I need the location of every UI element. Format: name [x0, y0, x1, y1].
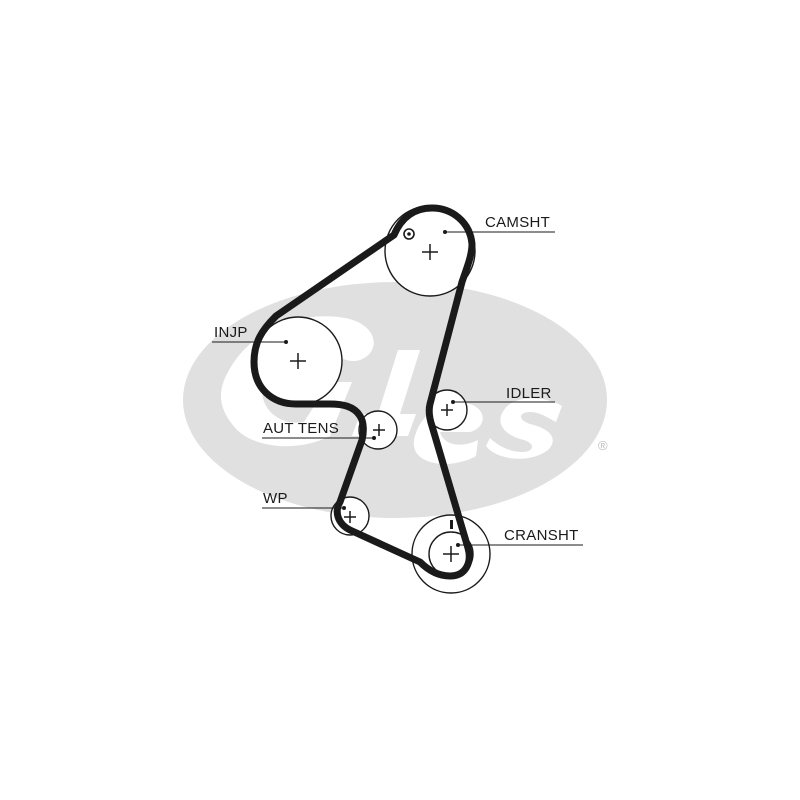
label-injp: INJP: [214, 324, 248, 341]
timing-mark-icon: [403, 228, 415, 240]
camshaft-mark-ring: [403, 228, 415, 240]
label-cransht: CRANSHT: [504, 527, 579, 544]
leader-lines: [212, 230, 583, 547]
crankshaft-timing-mark: [450, 520, 453, 529]
center-crosses: [290, 244, 459, 562]
label-camsht: CAMSHT: [485, 214, 550, 231]
registered-mark: ®: [598, 438, 608, 453]
logo-letter-s: [486, 398, 562, 459]
label-idler: IDLER: [506, 385, 552, 402]
label-wp: WP: [263, 490, 288, 507]
camshaft-mark-dot: [407, 232, 411, 236]
label-aut-tens: AUT TENS: [263, 420, 339, 437]
timing-belt: [250, 204, 476, 580]
